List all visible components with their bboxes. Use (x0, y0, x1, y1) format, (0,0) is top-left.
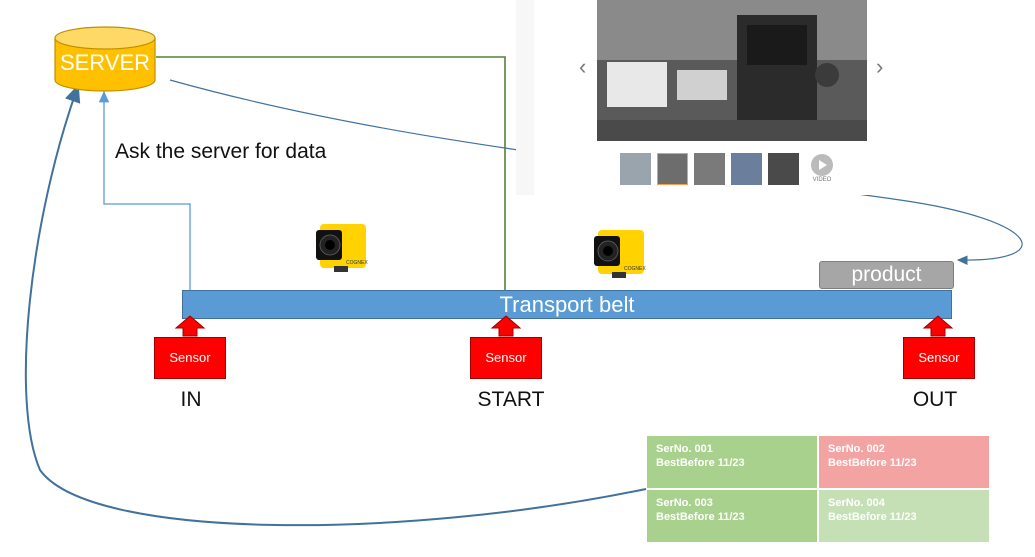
transport-belt-label: Transport belt (499, 292, 635, 317)
in-to-server-arrow (98, 90, 191, 290)
gallery-main-photo (597, 0, 867, 141)
gallery-thumbnails: VIDEO (620, 153, 835, 187)
gallery-prev-button[interactable]: ‹ (579, 54, 587, 79)
server-cylinder-icon (54, 26, 156, 92)
best-before-date: BestBefore 11/23 (828, 457, 917, 469)
server-to-start-arrow (156, 56, 512, 314)
play-icon (811, 154, 833, 176)
sensor-start-label: START (477, 388, 545, 411)
sensor-start-box: Sensor (470, 337, 542, 379)
sensor-in-arrow-icon (174, 315, 206, 337)
serial-number: SerNo. 002 (828, 443, 885, 455)
ask-server-caption: Ask the server for data (115, 140, 327, 163)
product-box: product (819, 261, 954, 289)
thumbnail[interactable] (620, 153, 651, 185)
thumbnail[interactable] (694, 153, 725, 185)
best-before-date: BestBefore 11/23 (656, 457, 745, 469)
serial-number: SerNo. 003 (656, 497, 713, 509)
thumbnail[interactable] (657, 153, 688, 185)
transport-belt (182, 290, 952, 319)
table-to-server-arrow (24, 84, 647, 527)
server-label: SERVER (59, 50, 151, 75)
camera-2-icon: COGNEX (594, 230, 646, 278)
camera-brand: COGNEX (346, 260, 368, 266)
sensor-out-arrow-icon (922, 315, 954, 337)
thumbnail[interactable] (768, 153, 799, 185)
sensor-out-label: OUT (912, 388, 958, 411)
sensor-in-box: Sensor (154, 337, 226, 379)
serial-number: SerNo. 004 (828, 497, 885, 509)
video-label: VIDEO (812, 177, 832, 183)
sensor-start-arrow-icon (490, 315, 522, 337)
camera-1-icon: COGNEX (316, 224, 368, 272)
video-thumbnail[interactable]: VIDEO (808, 153, 836, 187)
thumbnail[interactable] (731, 153, 762, 185)
best-before-date: BestBefore 11/23 (656, 511, 745, 523)
best-before-date: BestBefore 11/23 (828, 511, 917, 523)
sensor-out-box: Sensor (903, 337, 975, 379)
sensor-in-label: IN (180, 388, 202, 411)
camera-brand: COGNEX (624, 266, 646, 272)
gallery-next-button[interactable]: › (876, 54, 884, 79)
serial-number: SerNo. 001 (656, 443, 713, 455)
